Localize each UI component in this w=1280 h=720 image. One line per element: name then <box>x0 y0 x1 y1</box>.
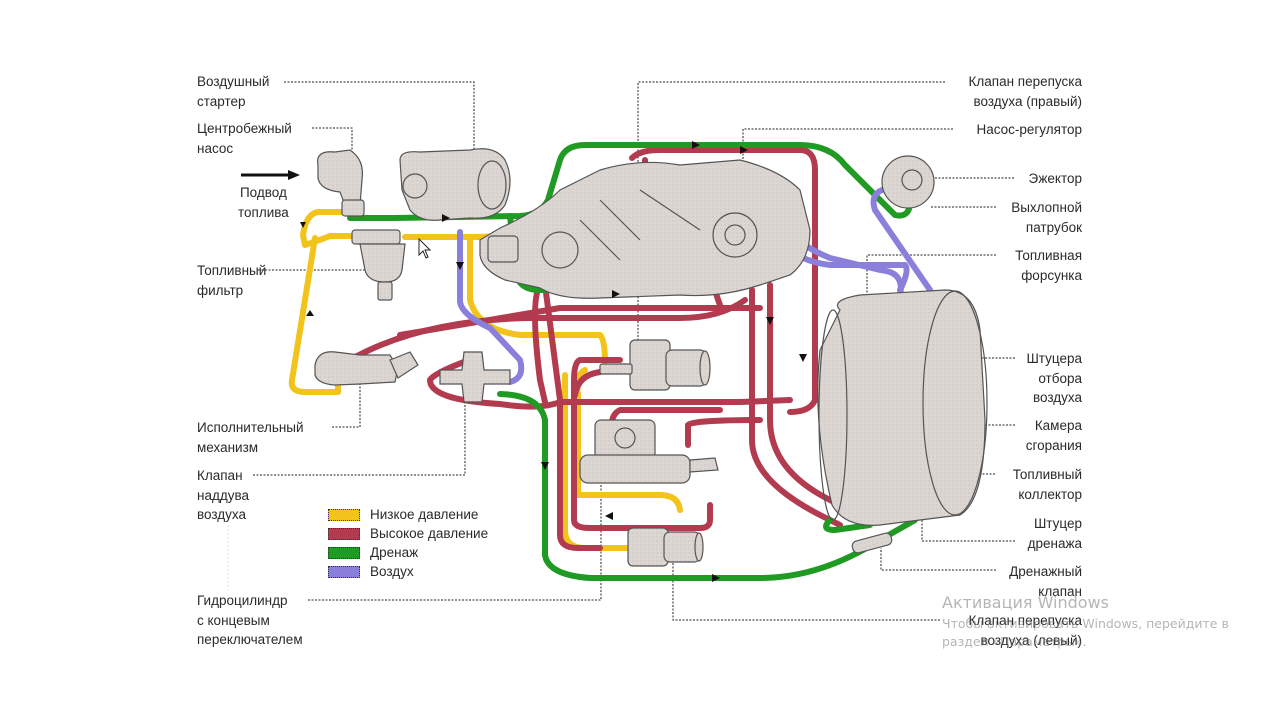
legend-swatch-drain <box>328 546 360 559</box>
label-actuator: Исполнительный механизм <box>197 420 304 455</box>
flow-arrow-icon <box>300 222 306 228</box>
label-fuel-supply: Подвод топлива <box>238 185 289 220</box>
actuator-component <box>314 351 419 386</box>
flow-arrow-icon <box>456 262 464 270</box>
leader-air-starter <box>284 81 475 172</box>
flow-arrow-icon <box>740 146 748 154</box>
legend-item-air: Воздух <box>328 562 488 581</box>
label-bypass-valve-right: Клапан перепуска воздуха (правый) <box>968 74 1082 109</box>
pump-regulator-component <box>479 159 811 299</box>
label-fuel-manifold: Топливный коллектор <box>1012 467 1082 502</box>
ejector-component <box>881 155 935 209</box>
leader-bypass-left <box>672 560 940 621</box>
flow-arrow-icon <box>605 512 613 520</box>
label-bypass-valve-left: Клапан перепуска воздуха (левый) <box>968 613 1082 648</box>
flow-arrow-icon <box>442 214 450 222</box>
fuel-supply-arrow-icon <box>241 170 300 180</box>
legend-item-drain: Дренаж <box>328 543 488 562</box>
legend: Низкое давление Высокое давление Дренаж … <box>328 505 488 581</box>
flow-arrow-icon <box>306 310 314 316</box>
label-centrifugal-pump: Центробежный насос <box>197 121 292 156</box>
components <box>314 148 988 567</box>
combustion-chamber-component <box>817 289 988 526</box>
legend-label: Воздух <box>370 564 414 579</box>
label-air-starter: Воздушный стартер <box>197 74 270 109</box>
label-air-boost-valve: Клапан наддува воздуха <box>197 468 249 522</box>
label-pump-regulator: Насос-регулятор <box>976 122 1082 137</box>
label-exhaust-pipe: Выхлопной патрубок <box>1011 200 1082 235</box>
mouse-cursor-icon <box>418 238 432 259</box>
label-drain-fitting: Штуцер дренажа <box>1027 516 1082 551</box>
leader-drain-fitting <box>921 512 1015 542</box>
drain-valve-component <box>851 532 893 554</box>
leader-bypass-right <box>637 81 945 340</box>
label-fuel-nozzle: Топливная форсунка <box>1015 248 1082 283</box>
legend-label: Высокое давление <box>370 526 489 541</box>
leader-air-boost-valve <box>253 375 466 476</box>
label-ejector: Эжектор <box>1028 171 1083 186</box>
label-combustion-chamber: Камера сгорания <box>1025 418 1082 453</box>
leader-actuator <box>332 372 361 428</box>
legend-swatch-low-pressure <box>328 508 360 521</box>
label-drain-valve: Дренажный клапан <box>1009 564 1082 599</box>
legend-item-low-pressure: Низкое давление <box>328 505 488 524</box>
legend-item-high-pressure: Высокое давление <box>328 524 488 543</box>
legend-label: Низкое давление <box>370 507 479 522</box>
leader-drain-valve <box>880 548 996 571</box>
bypass-valve-left-component <box>627 527 704 567</box>
flow-arrows <box>300 141 807 582</box>
label-air-bleed-fittings: Штуцера отбора воздуха <box>1026 351 1082 405</box>
hydraulic-cylinder-component <box>579 419 719 484</box>
label-fuel-filter: Топливный фильтр <box>197 263 267 298</box>
fuel-filter-component <box>351 229 406 301</box>
bypass-valve-right-component <box>599 339 711 391</box>
legend-swatch-high-pressure <box>328 527 360 540</box>
centrifugal-pump-component <box>317 149 365 217</box>
label-hydraulic-cylinder: Гидроцилиндр с концевым переключателем <box>197 593 303 647</box>
legend-label: Дренаж <box>370 545 419 560</box>
flow-arrow-icon <box>612 290 620 298</box>
flow-arrow-icon <box>692 141 700 149</box>
flow-arrow-icon <box>541 462 549 470</box>
flow-arrow-icon <box>766 317 774 325</box>
air-starter-component <box>399 148 511 221</box>
flow-arrow-icon <box>799 354 807 362</box>
pipes <box>288 142 936 581</box>
watermark-line1: Чтобы активировать Windows, перейдите в <box>942 616 1229 631</box>
leader-pump-regulator <box>742 128 953 175</box>
legend-swatch-air <box>328 565 360 578</box>
watermark-line2: раздел «Параметры». <box>942 634 1087 649</box>
air-boost-valve-component <box>439 351 511 403</box>
flow-arrow-icon <box>712 574 720 582</box>
watermark-title: Активация Windows <box>942 593 1109 612</box>
leader-hydraulic-cylinder <box>308 480 602 601</box>
